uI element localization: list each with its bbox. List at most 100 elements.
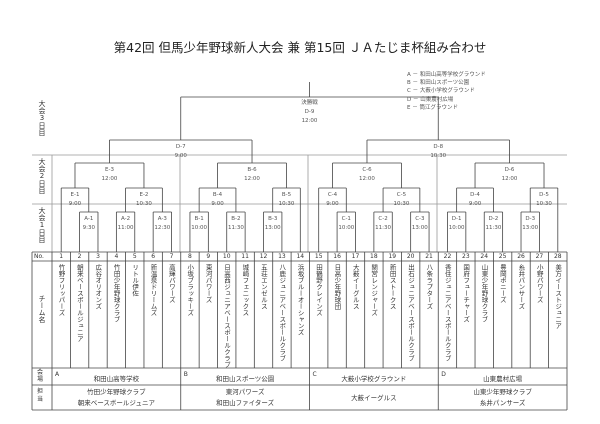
team-number: 1 [59,253,64,260]
team-name: 朝来ベースボールジュニア [75,264,84,342]
match-id: D-7 [176,144,186,150]
staff-label: 担当 [37,388,44,403]
match-id: E-3 [105,167,114,173]
team-number: 23 [462,253,470,260]
team-name: 高輝パワーズ [167,264,176,303]
match-time: 10:00 [338,225,354,231]
team-name: 浜坂ブルーオーシャンズ [296,264,305,336]
match-time: 10:00 [191,225,207,231]
match-time: 10:30 [430,153,446,159]
team-name: 関宮レンジャーズ [369,264,378,316]
match-id: D-2 [489,216,499,222]
match-id: D-4 [470,192,480,198]
match-id: D-1 [452,216,462,222]
match-time: 13:00 [412,225,428,231]
team-number: 14 [296,253,305,260]
match-id: A-1 [84,216,93,222]
legend-item: C － 大薮小学校グラウンド [407,88,475,95]
team-number: 27 [535,253,544,260]
match-id: C-4 [328,192,338,198]
team-name: 八条ラプターズ [424,264,433,310]
team-name: 日高西ジュニアベースボールクラブ [222,264,231,368]
team-number: 24 [480,253,489,260]
match-id: C-1 [342,216,351,222]
staff-team: 東河パワーズ [225,388,265,396]
staff-team: 朝来ベースボールジュニア [77,399,155,407]
venue-code: A [55,371,60,378]
match-id: C-6 [362,167,372,173]
venue-name: 大薮小学校グラウンド [341,375,407,383]
match-time: 10:30 [536,201,552,207]
team-number: 11 [241,253,249,260]
staff-team: 和田山ファイターズ [216,399,275,407]
team-name: 国府フューチャーズ [461,264,470,323]
team-number: 15 [314,253,323,260]
match-time: 12:00 [244,176,260,182]
day1-label: 大会1日目 [38,207,46,243]
team-number: 21 [425,253,433,260]
team-number: 4 [114,253,119,260]
match-time: 12:00 [102,176,118,182]
team-name: 新田ストークス [388,264,397,310]
staff-team: 山東少年野球クラブ [473,388,532,396]
team-number: 28 [553,253,562,260]
match-id: D-9 [305,109,315,115]
team-number: 12 [259,253,268,260]
team-name: 東河パワーズ [204,264,213,303]
match-time: 9:00 [175,153,188,159]
venue-code: B [183,371,188,378]
team-name: 竹田少年野球クラブ [112,264,121,323]
day3-label: 大会3日目 [38,100,46,136]
match-time: 10:30 [136,201,152,207]
match-time: 13:00 [265,225,281,231]
match-time: 9:30 [83,225,96,231]
match-id: B-6 [247,167,257,173]
staff-teams: 竹田少年野球クラブ朝来ベースボールジュニア [52,387,181,409]
team-number: 7 [169,253,174,260]
team-name: 田鶴野クレインズ [314,264,323,316]
venue-name: 和田山スポーツ公園 [215,375,275,383]
match-id: A-2 [121,216,130,222]
team-number: 25 [498,253,507,260]
match-time: 13:00 [522,225,538,231]
team-number: 16 [333,253,341,260]
venue-code: D [441,371,446,378]
match-id: A-3 [158,216,168,222]
team-number: 13 [278,253,286,260]
team-number: 6 [151,253,156,260]
match-id: C-3 [415,216,425,222]
match-id: E-2 [139,192,148,198]
team-number: 3 [96,253,100,260]
staff-team: 糸井パンサーズ [479,399,526,407]
venue-legend: A － 和田山高等学校グラウンド B － 和田山スポーツ公園 C － 大薮小学校… [407,71,486,112]
legend-item: A － 和田山高等学校グラウンド [407,72,486,78]
match-time: 9:00 [469,201,482,207]
team-number: 9 [206,253,211,260]
match-id: B-5 [282,192,292,198]
venue-label: 会場 [37,369,44,383]
team-name: 小坂ブラッキーズ [185,264,194,316]
match-time: 11:30 [375,225,391,231]
team-name: 小野パワーズ [535,264,544,303]
match-id: C-2 [378,216,387,222]
match-time: 10:00 [449,225,465,231]
team-name: 出石ジュニアベースボールクラブ [406,264,415,362]
match-time: 10:30 [394,201,410,207]
team-name: 香住ジュニアベースボールクラブ [443,264,452,362]
team-number: 2 [77,253,82,260]
match-time: 9:00 [69,201,82,207]
venue-name: 山東農村広場 [483,375,523,383]
staff-team: 大薮イーグルス [351,394,397,402]
staff-teams: 大薮イーグルス [310,393,439,404]
team-name: リトル伊佐 [130,264,139,297]
match-time: 12:00 [502,176,518,182]
match-id: C-5 [397,192,407,198]
match-time: 11:00 [118,225,134,231]
match-id: B-3 [268,216,278,222]
day2-label: 大会2日目 [38,158,46,194]
staff-team: 竹田少年野球クラブ [87,388,146,396]
team-name: 新温泉ドリームズ [148,264,157,316]
venue-name: 和田山高等学校 [93,375,140,383]
